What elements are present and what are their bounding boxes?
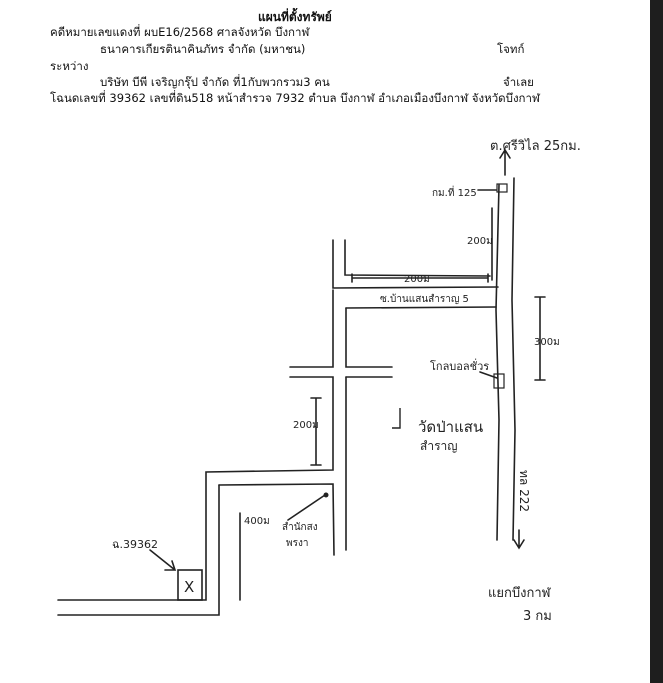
cemetery-pointer: [287, 494, 326, 521]
north-arrow: [499, 148, 511, 176]
label-cemetery-line2: พรงา: [286, 538, 308, 549]
north-stub-road: [344, 239, 491, 277]
label-200m-left: 200ม: [293, 420, 319, 431]
label-road-222: ทล 222: [517, 470, 531, 512]
dim-200m-left-vertical: [310, 397, 322, 466]
label-to-srichiangmai: ต.ศรีวิไล 25กม.: [490, 138, 581, 154]
defendant-role: จำเลย: [503, 75, 534, 89]
case-number-line: คดีหมายเลขแดงที่ ผบE16/2568 ศาลจังหวัด บ…: [50, 25, 310, 39]
branch-road-inner2: [57, 484, 220, 616]
label-3km: 3 กม: [523, 609, 552, 624]
highway-222-west-edge: [495, 184, 500, 541]
label-300m: 300ม: [534, 337, 560, 348]
label-400m: 400ม: [244, 516, 270, 527]
label-cemetery-line1: สำนักสง: [282, 522, 318, 533]
branch-road-inner: [218, 483, 335, 556]
school-marker-box: [493, 373, 505, 389]
label-school: โกลบอลชั่วร: [430, 358, 489, 373]
main-soi-west-edge: [289, 289, 334, 368]
title-deed-line: โฉนดเลขที่ 39362 เลขที่ดิน518 หน้าสำรวจ …: [50, 91, 540, 105]
south-arrow: [513, 529, 525, 550]
dim-200m-horizontal: [351, 273, 489, 283]
label-plot-mark: X: [184, 578, 194, 596]
label-km-marker: กม.ที่ 125: [432, 185, 477, 199]
km-marker-box: [496, 183, 508, 193]
plaintiff-name: ธนาคารเกียรตินาคินภัทร จำกัด (มหาชน): [100, 42, 306, 56]
label-200m-horizontal: 200ม: [404, 274, 430, 285]
label-plot-number: ฉ.39362: [112, 538, 158, 551]
cemetery-dot: [323, 492, 329, 498]
land-plot-box: [177, 569, 203, 601]
highway-222-east-edge: [511, 177, 516, 541]
label-temple-line1: วัดป่าแสน: [418, 418, 483, 436]
between-label: ระหว่าง: [50, 59, 89, 73]
label-temple-line2: สำราญ: [420, 439, 457, 453]
plot-pointer-arrow: [149, 549, 177, 571]
label-soi-name: ซ.บ้านแสนสำราญ 5: [380, 293, 469, 305]
north-soi-right-edge: [345, 306, 497, 309]
dim-300m-vertical: [534, 296, 546, 381]
main-soi-west-lower: [57, 376, 334, 601]
label-to-bungkan: แยกบึงกาฬ: [488, 586, 552, 601]
scroll-edge-bar: [650, 0, 663, 683]
plaintiff-role: โจทก์: [497, 42, 525, 56]
temple-bracket: [392, 408, 401, 429]
label-200m-vertical-top: 200ม: [467, 236, 493, 247]
main-soi-east-edge: [345, 307, 393, 368]
defendant-name: บริษัท บีพี เจริญกรุ๊ป จำกัด ที่1กับพวกร…: [100, 75, 330, 89]
document-title: แผนที่ตั้งทรัพย์: [258, 10, 332, 24]
north-soi-left-edge: [332, 239, 499, 289]
